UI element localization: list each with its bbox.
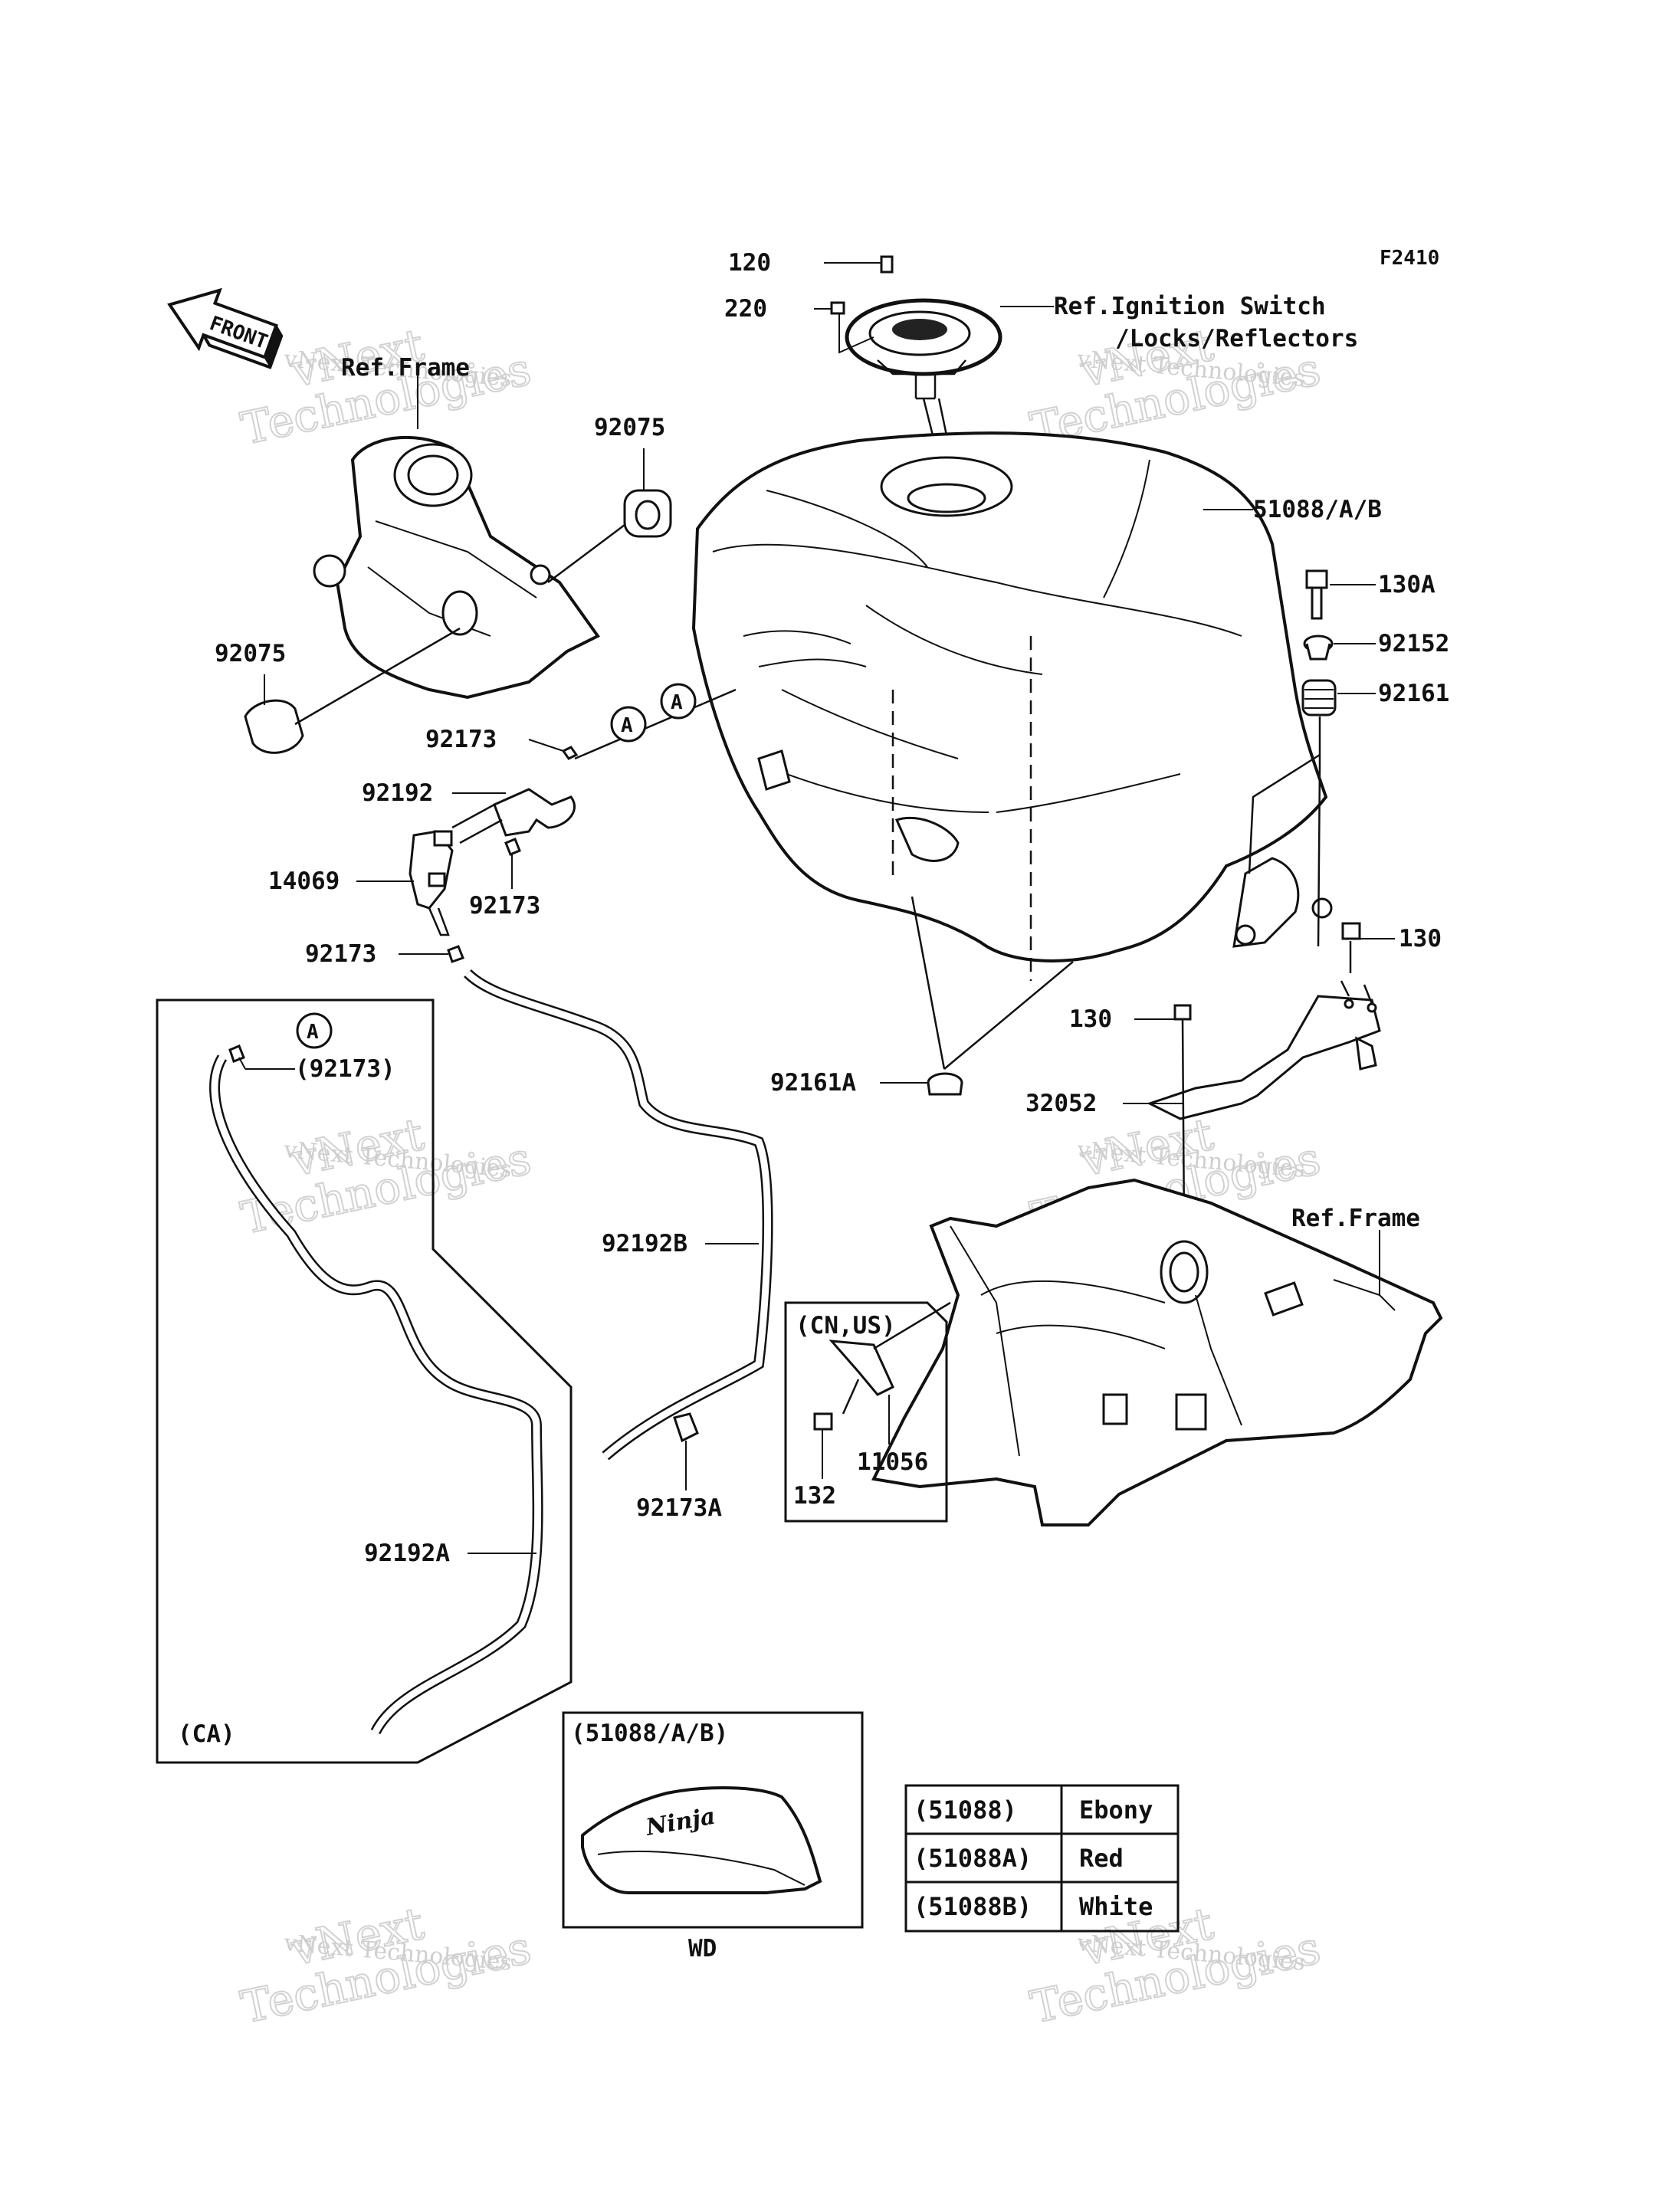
front-arrow-icon: FRONT (167, 287, 284, 369)
valve-14069 (409, 830, 454, 936)
table-row-3-part: (51088B) (914, 1892, 1032, 1921)
clamp-92173-a-icon (561, 746, 579, 760)
screw-220-icon (830, 301, 845, 315)
label-130A: 130A (1378, 571, 1436, 598)
damper-92075-top (623, 489, 672, 538)
label-ref-frame-top: Ref.Frame (341, 354, 470, 382)
label-92192B: 92192B (602, 1230, 687, 1258)
clamp-92173-c-icon (447, 945, 464, 963)
clip-92173A-icon (673, 1412, 699, 1443)
label-220: 220 (724, 295, 767, 323)
clamp-92173-b-icon (504, 838, 521, 856)
marker-a-1: A (610, 706, 647, 743)
svg-text:A: A (307, 1021, 319, 1044)
label-130-right: 130 (1399, 925, 1442, 953)
ignition-cap-assembly (830, 255, 1002, 491)
collar-92152-icon (1303, 635, 1334, 661)
hose-92192B (464, 969, 773, 1461)
screw-120-icon (880, 255, 894, 274)
label-ref-frame-right: Ref.Frame (1291, 1205, 1420, 1232)
label-51088: 51088/A/B (1253, 496, 1382, 523)
bolt-130-right-icon (1341, 922, 1361, 940)
label-92173-ca: (92173) (295, 1055, 395, 1083)
hose-92192 (451, 788, 576, 844)
label-92152: 92152 (1378, 630, 1449, 657)
label-wd-header: (51088/A/B) (571, 1720, 728, 1747)
label-92075-left: 92075 (215, 640, 286, 667)
label-92192: 92192 (362, 779, 433, 807)
rear-frame (871, 1178, 1443, 1526)
wd-inset: Ninja (562, 1711, 864, 1929)
part-labels: 120 220 Ref.Ignition Switch /Locks/Refle… (178, 249, 1449, 1963)
label-92161: 92161 (1378, 680, 1449, 707)
label-92075-top: 92075 (594, 414, 665, 441)
label-wd: WD (688, 1935, 717, 1963)
bolt-130-mid-icon (1173, 1004, 1192, 1021)
grommet-92161-icon (1301, 679, 1337, 716)
marker-a-3: A (296, 1012, 333, 1049)
label-cn-us: (CN,US) (796, 1312, 896, 1340)
svg-text:A: A (621, 714, 633, 737)
label-ref-ignition-2: /Locks/Reflectors (1115, 325, 1358, 353)
label-11056: 11056 (857, 1448, 928, 1476)
svg-text:A: A (671, 691, 683, 714)
table-row-1-part: (51088) (914, 1795, 1017, 1825)
label-92173-c: 92173 (305, 940, 376, 968)
label-120: 120 (728, 249, 771, 277)
diagram-code: F2410 (1380, 247, 1439, 270)
frame-head (313, 435, 600, 700)
label-92161A: 92161A (770, 1069, 856, 1097)
table-row-2-color: Red (1079, 1844, 1124, 1873)
leader-lines (238, 262, 1395, 1554)
ca-inset (156, 998, 573, 1764)
label-ref-ignition-1: Ref.Ignition Switch (1054, 293, 1326, 320)
bracket-32052 (1147, 980, 1381, 1120)
table-row-1-color: Ebony (1079, 1795, 1153, 1825)
color-table: (51088) Ebony (51088A) Red (51088B) Whit… (904, 1784, 1180, 1933)
label-32052: 32052 (1025, 1090, 1097, 1117)
label-14069: 14069 (268, 867, 340, 895)
table-row-2-part: (51088A) (914, 1844, 1032, 1873)
fuel-tank (691, 431, 1333, 981)
label-130-mid: 130 (1069, 1005, 1112, 1033)
label-92173-b: 92173 (469, 892, 540, 920)
grommet-92161A-icon (927, 1072, 963, 1096)
label-ca: (CA) (178, 1720, 235, 1748)
cn-us-inset (784, 1301, 951, 1523)
marker-a-2: A (660, 683, 697, 720)
label-132: 132 (793, 1482, 836, 1510)
label-92173-a: 92173 (425, 726, 497, 753)
label-92173A: 92173A (636, 1494, 722, 1522)
table-row-3-color: White (1079, 1892, 1153, 1921)
label-92192A: 92192A (364, 1540, 450, 1567)
bolt-130A-icon (1305, 569, 1328, 620)
damper-92075-left (244, 699, 304, 754)
